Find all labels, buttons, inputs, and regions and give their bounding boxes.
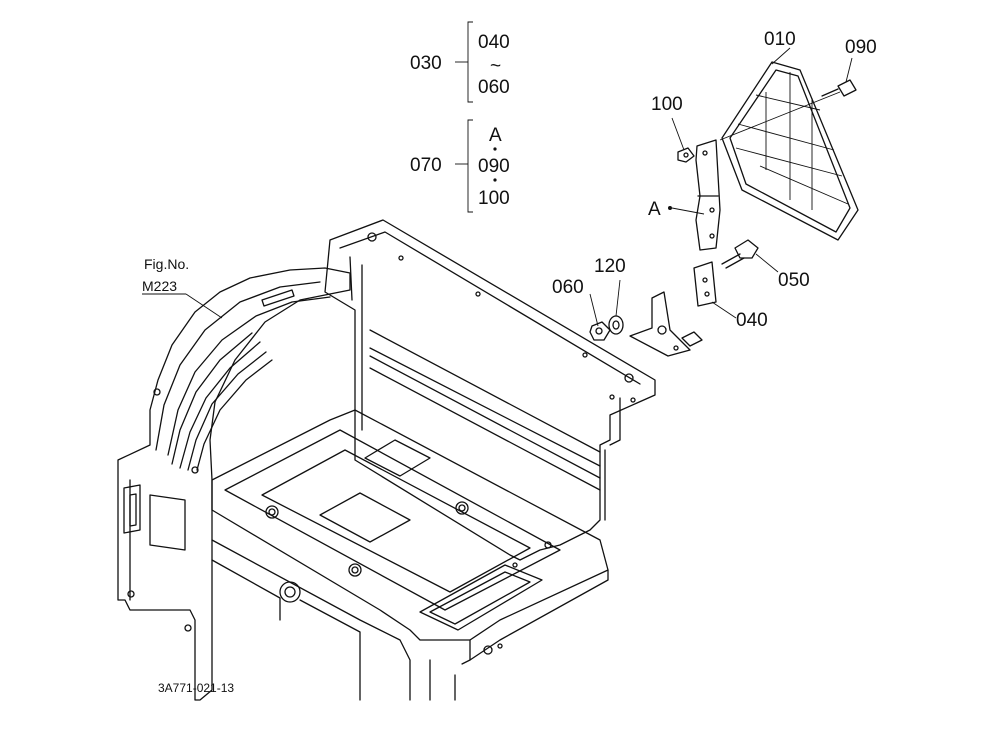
label-100-set: 100: [478, 188, 510, 209]
label-090-set: 090: [478, 156, 510, 177]
bolt-050: [721, 239, 759, 269]
label-090: 090: [845, 37, 877, 58]
reflector-010: [719, 61, 859, 241]
separator-dot: [493, 178, 497, 182]
label-050: 050: [778, 270, 810, 291]
nut-060: [589, 321, 611, 341]
main-frame: [117, 219, 656, 701]
label-120: 120: [594, 256, 626, 277]
label-a-set: A: [489, 125, 502, 146]
label-100: 100: [651, 94, 683, 115]
label-010: 010: [764, 29, 796, 50]
figref-line1: Fig.No.: [144, 256, 189, 272]
label-040-range-start: 040: [478, 32, 510, 53]
label-060: 060: [552, 277, 584, 298]
nut-100: [677, 147, 695, 163]
legend-group-030: 030 040 ~ 060: [410, 21, 510, 103]
drawing-code: 3A771-021-13: [158, 681, 234, 695]
label-040: 040: [736, 310, 768, 331]
bracket-plate: [629, 291, 691, 357]
leader-lines: [589, 47, 853, 327]
bolt-090: [821, 79, 857, 97]
washer-120: [608, 315, 624, 335]
bolt-bracket: [681, 331, 703, 347]
figure-reference: Fig.No. M223: [142, 256, 223, 319]
label-060-range-end: 060: [478, 77, 510, 98]
figref-line2: M223: [142, 278, 177, 294]
separator-dot: [493, 147, 497, 151]
bracket-a: [695, 139, 721, 251]
stay-040: [693, 261, 717, 307]
label-030: 030: [410, 53, 442, 74]
label-070: 070: [410, 155, 442, 176]
label-range-tilde: ~: [490, 56, 501, 77]
legend-group-070: 070 A 090 100: [410, 119, 510, 213]
label-a-reference: A: [648, 199, 661, 220]
